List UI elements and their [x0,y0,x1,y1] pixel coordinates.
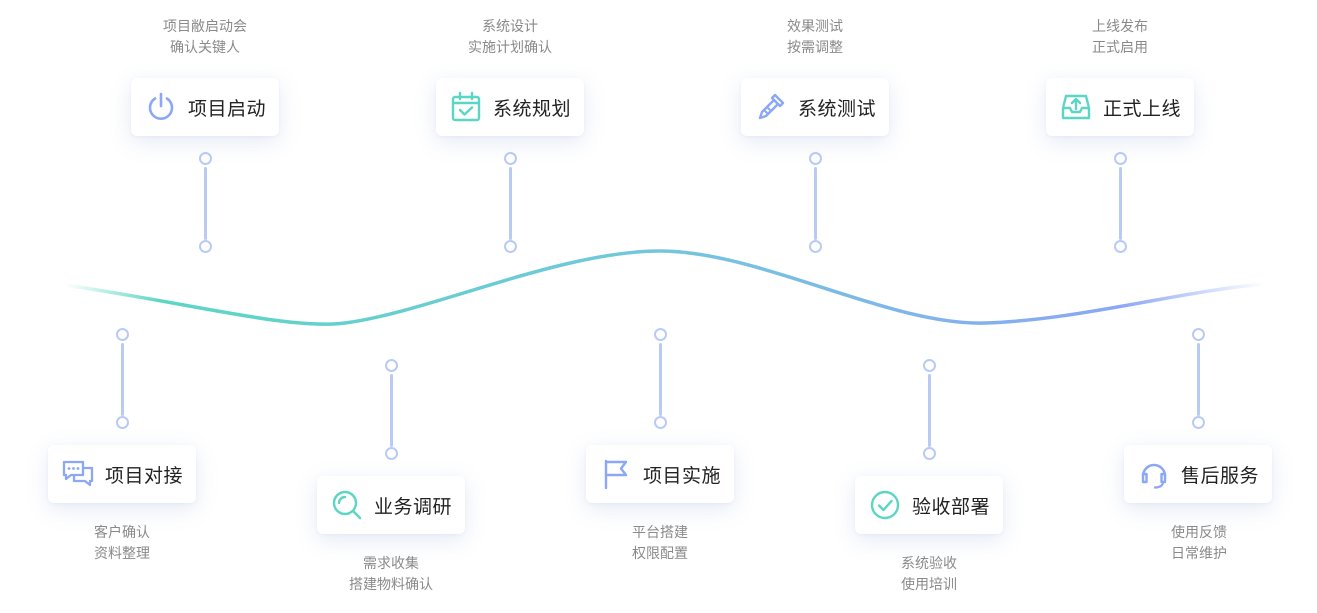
connector-top-1 [198,152,214,254]
description-line: 权限配置 [632,546,688,562]
description-line: 日常维护 [1171,546,1227,562]
description-line: 效果测试 [787,19,843,35]
step-card-system-planning[interactable]: 系统规划 [436,78,584,136]
step-card-acceptance-deployment[interactable]: 验收部署 [855,476,1003,534]
step-card-system-testing[interactable]: 系统测试 [741,78,889,136]
connector-bottom-4 [922,359,938,461]
description-line: 系统验收 [901,556,957,572]
description-line: 确认关键人 [170,40,240,56]
description-line: 客户确认 [94,525,150,541]
step-label: 验收部署 [911,495,990,518]
step-label: 项目实施 [642,464,721,487]
description-line: 平台搭建 [632,525,688,541]
connector-bottom-2 [384,359,400,461]
step-label: 业务调研 [373,495,452,518]
description-line: 实施计划确认 [468,40,552,56]
flag-icon [599,457,633,491]
step-description: 使用反馈 日常维护 [1109,523,1289,565]
calendar-check-icon [449,90,483,124]
step-description: 系统验收 使用培训 [839,554,1019,596]
step-description: 系统设计 实施计划确认 [420,17,600,59]
connector-bottom-5 [1191,328,1207,430]
connector-top-3 [808,152,824,254]
step-label: 售后服务 [1180,464,1259,487]
description-line: 需求收集 [363,556,419,572]
step-card-after-sales-service[interactable]: 售后服务 [1124,445,1272,503]
step-card-project-implementation[interactable]: 项目实施 [586,445,734,503]
step-label: 正式上线 [1102,97,1181,120]
pipette-icon [754,90,788,124]
connector-bottom-3 [653,328,669,430]
search-icon [330,488,364,522]
step-description: 平台搭建 权限配置 [570,523,750,565]
step-label: 项目启动 [187,97,266,120]
step-description: 上线发布 正式启用 [1030,17,1210,59]
description-line: 上线发布 [1092,19,1148,35]
description-line: 使用反馈 [1171,525,1227,541]
description-line: 正式启用 [1092,40,1148,56]
step-card-project-start[interactable]: 项目启动 [131,78,279,136]
description-line: 系统设计 [482,19,538,35]
step-description: 客户确认 资料整理 [32,523,212,565]
headset-icon [1137,457,1171,491]
power-icon [144,90,178,124]
step-description: 效果测试 按需调整 [725,17,905,59]
step-card-go-live[interactable]: 正式上线 [1046,78,1194,136]
step-label: 项目对接 [104,464,183,487]
step-label: 系统测试 [797,97,876,120]
description-line: 使用培训 [901,577,957,593]
description-line: 搭建物料确认 [349,577,433,593]
connector-bottom-1 [115,328,131,430]
connector-top-4 [1113,152,1129,254]
step-description: 项目敝启动会 确认关键人 [115,17,295,59]
inbox-upload-icon [1059,90,1093,124]
step-label: 系统规划 [492,97,571,120]
chat-bubbles-icon [61,457,95,491]
step-card-business-research[interactable]: 业务调研 [317,476,465,534]
check-circle-icon [868,488,902,522]
description-line: 资料整理 [94,546,150,562]
description-line: 按需调整 [787,40,843,56]
step-description: 需求收集 搭建物料确认 [301,554,481,596]
connector-top-2 [503,152,519,254]
step-card-project-handoff[interactable]: 项目对接 [48,445,196,503]
description-line: 项目敝启动会 [163,19,247,35]
